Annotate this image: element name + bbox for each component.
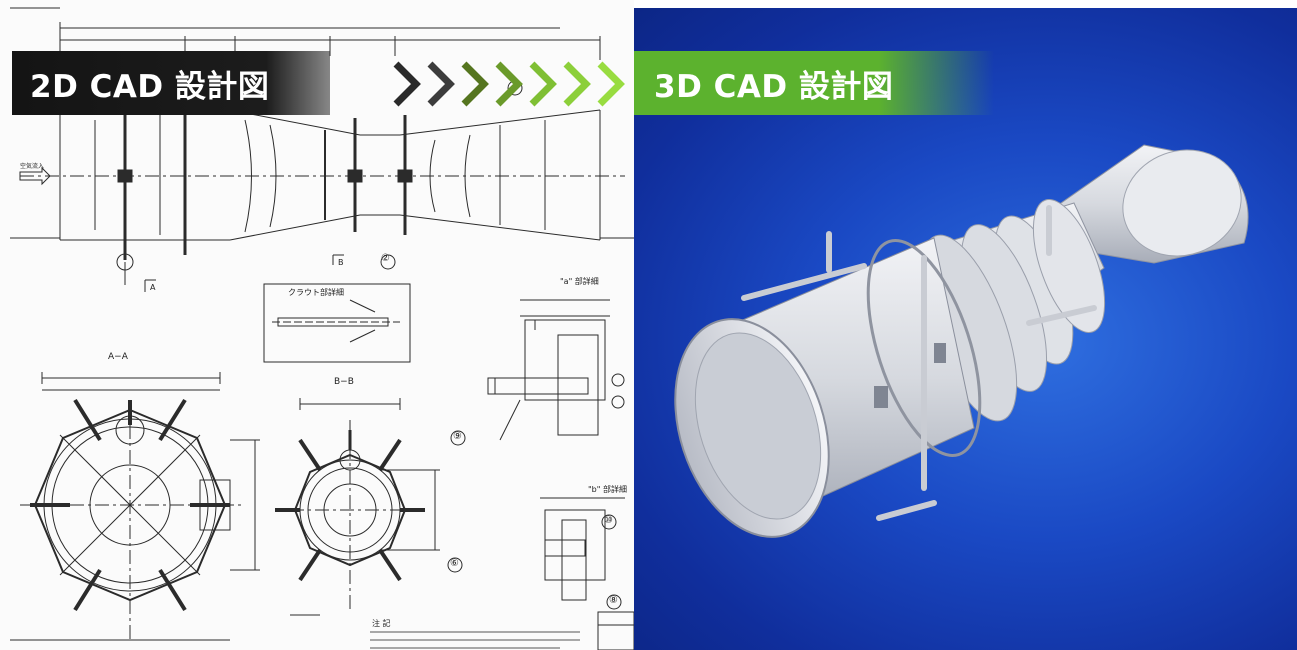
detail-clout-label: クラウト部詳細 — [288, 288, 344, 297]
balloon-9: ⑨ — [453, 431, 462, 442]
detail-a-label: "a" 部詳細 — [560, 277, 599, 286]
3d-cad-render — [634, 8, 1297, 650]
chevron-icon — [529, 61, 557, 107]
2d-cad-title: 2D CAD 設計図 — [30, 68, 270, 105]
transition-arrows — [393, 61, 625, 107]
balloon-10: ⑩ — [604, 515, 613, 526]
3d-cad-banner: 3D CAD 設計図 — [634, 51, 994, 115]
view-b-marker: B — [338, 258, 344, 267]
2d-cad-banner: 2D CAD 設計図 — [12, 51, 330, 115]
balloon-6: ⑥ — [450, 558, 459, 569]
balloon-2: ② — [381, 253, 390, 264]
section-aa-label: A−A — [108, 352, 128, 362]
chevron-icon — [495, 61, 523, 107]
chevron-icon — [597, 61, 625, 107]
view-a-marker: A — [150, 283, 156, 292]
flow-label: 空気流入 — [20, 163, 45, 170]
chevron-icon — [393, 61, 421, 107]
notes-title: 注 記 — [372, 619, 391, 628]
3d-model-illustration — [674, 144, 1249, 538]
chevron-icon — [461, 61, 489, 107]
detail-b-label: "b" 部詳細 — [588, 485, 627, 494]
chevron-icon — [427, 61, 455, 107]
balloon-8: ⑧ — [609, 595, 618, 606]
chevron-icon — [563, 61, 591, 107]
3d-cad-title: 3D CAD 設計図 — [654, 68, 894, 105]
section-bb-label: B−B — [334, 377, 354, 387]
